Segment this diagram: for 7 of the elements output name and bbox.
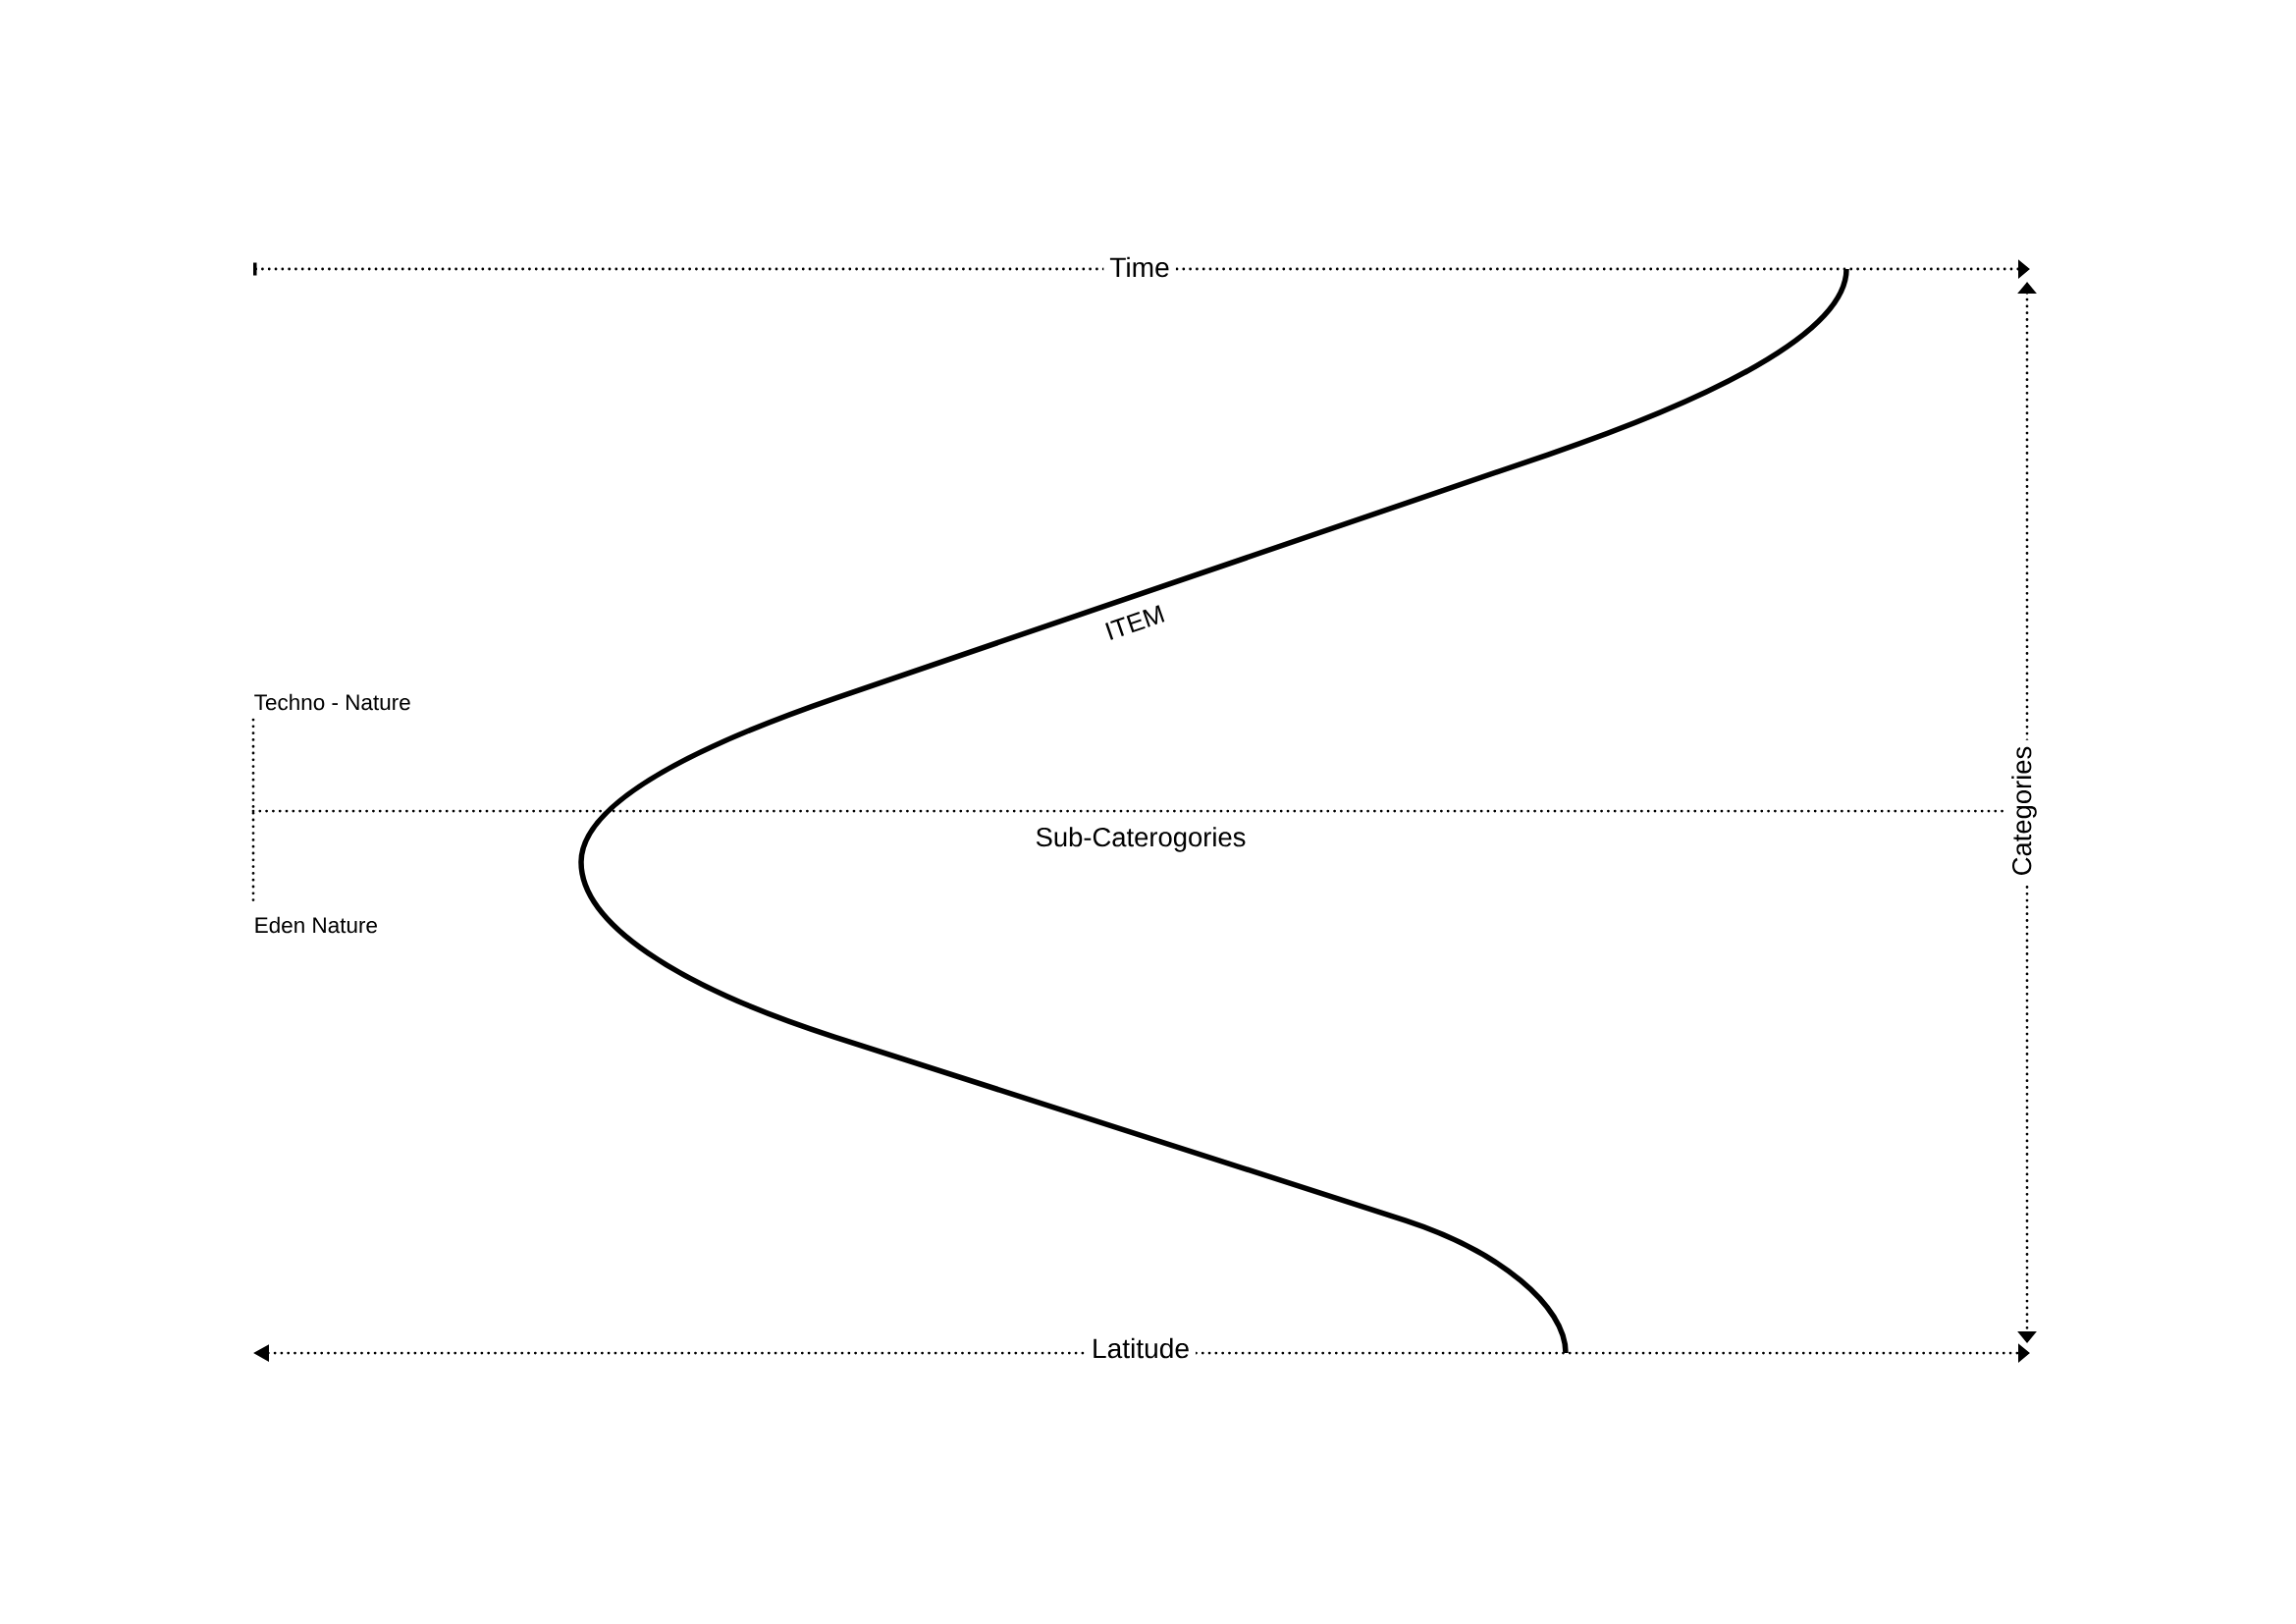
curve-label: ITEM	[1105, 605, 1165, 640]
axis-label: Latitude	[1086, 1332, 1197, 1364]
axis-label: Categories	[2006, 739, 2042, 883]
range-label: Techno - Nature	[254, 693, 410, 711]
line-label: Sub-Caterogories	[1036, 827, 1246, 852]
axis-label: Time	[1103, 251, 1176, 283]
range-label: Eden Nature	[255, 916, 377, 934]
